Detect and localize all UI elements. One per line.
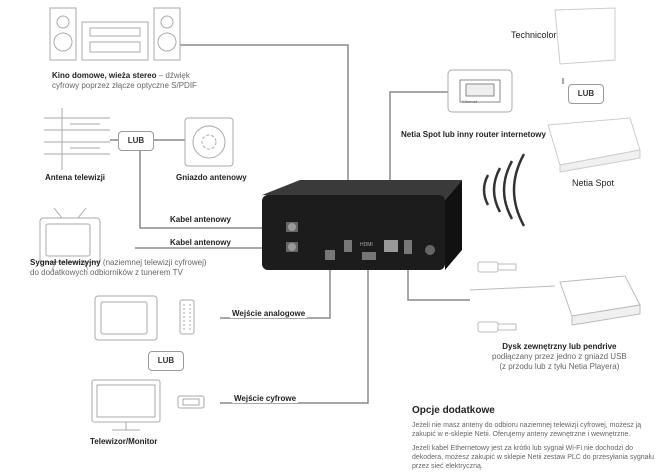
technicolor-label: Technicolor [511, 30, 557, 40]
hdmi-port-label: HDMI [360, 242, 373, 248]
optical-wire [180, 44, 349, 238]
usb-disk-desc-2: (z przodu lub z tyłu Netia Playera) [499, 362, 620, 371]
options-paragraph-2: Jeżeli kabel Ethernetowy jest za krótki … [412, 445, 655, 470]
or-badge-tv: LUB [148, 351, 184, 371]
antenna-socket-illustration [184, 117, 234, 167]
router-label: Netia Spot lub inny router internetowy [401, 130, 546, 139]
usb-wire [407, 258, 470, 301]
tv-monitor-label: Telewizor/Monitor [90, 437, 158, 446]
digital-wire [220, 265, 369, 404]
home-cinema-title: Kino domowe, wieża stereo [52, 71, 157, 80]
analog-wire [220, 258, 331, 319]
antenna-socket-label: Gniazdo antenowy [176, 173, 247, 182]
usb-disk-illustration [469, 261, 641, 333]
usb-disk-label: Dysk zewnętrzny lub pendrive podłączany … [492, 342, 627, 372]
technicolor-router-illustration [447, 7, 616, 113]
netia-player-illustration: HDMI [262, 180, 462, 270]
flat-tv-illustration [91, 379, 205, 431]
or-badge-antenna: LUB [118, 131, 154, 151]
analog-input-label: Wejście analogowe [230, 309, 308, 318]
home-cinema-desc-1: – dźwięk [156, 71, 190, 80]
options-paragraph-1: Jeżeli nie masz anteny do odbioru naziem… [412, 422, 642, 438]
home-cinema-label: Kino domowe, wieża stereo – dźwięk cyfro… [52, 71, 197, 91]
crt-tv-illustration [39, 207, 101, 271]
terrestrial-signal-desc-1: (naziemnej telewizji cyfrowej) [100, 258, 207, 267]
terrestrial-signal-title: Sygnał telewizyjny [30, 258, 101, 267]
or-badge-router: LUB [568, 84, 604, 104]
analog-tv-illustration [94, 295, 195, 341]
usb-disk-title: Dysk zewnętrzny lub pendrive [502, 342, 617, 351]
antenna-label: Antena telewizji [45, 173, 106, 182]
options-title: Opcje dodatkowe [412, 405, 495, 416]
ethernet-port-label: Ethernet [462, 99, 478, 104]
netia-spot-illustration [547, 117, 641, 173]
wifi-waves [482, 153, 526, 227]
antenna-cable-2-label: Kabel antenowy [168, 238, 233, 247]
digital-input-label: Wejście cyfrowe [232, 394, 299, 403]
antenna-cable-1-label: Kabel antenowy [168, 215, 233, 224]
terrestrial-signal-desc-2: do dodatkowych odbiorników z tunerem TV [30, 268, 183, 277]
netia-spot-label: Netia Spot [572, 178, 615, 188]
home-cinema-desc-2: cyfrowy poprzez złącze optyczne S/PDIF [52, 81, 197, 90]
usb-disk-desc-1: podłączany przez jedno z gniazd USB [492, 352, 627, 361]
terrestrial-signal-label: Sygnał telewizyjny (naziemnej telewizji … [30, 258, 207, 278]
antenna-illustration [44, 108, 110, 170]
home-cinema-illustration [49, 7, 181, 61]
